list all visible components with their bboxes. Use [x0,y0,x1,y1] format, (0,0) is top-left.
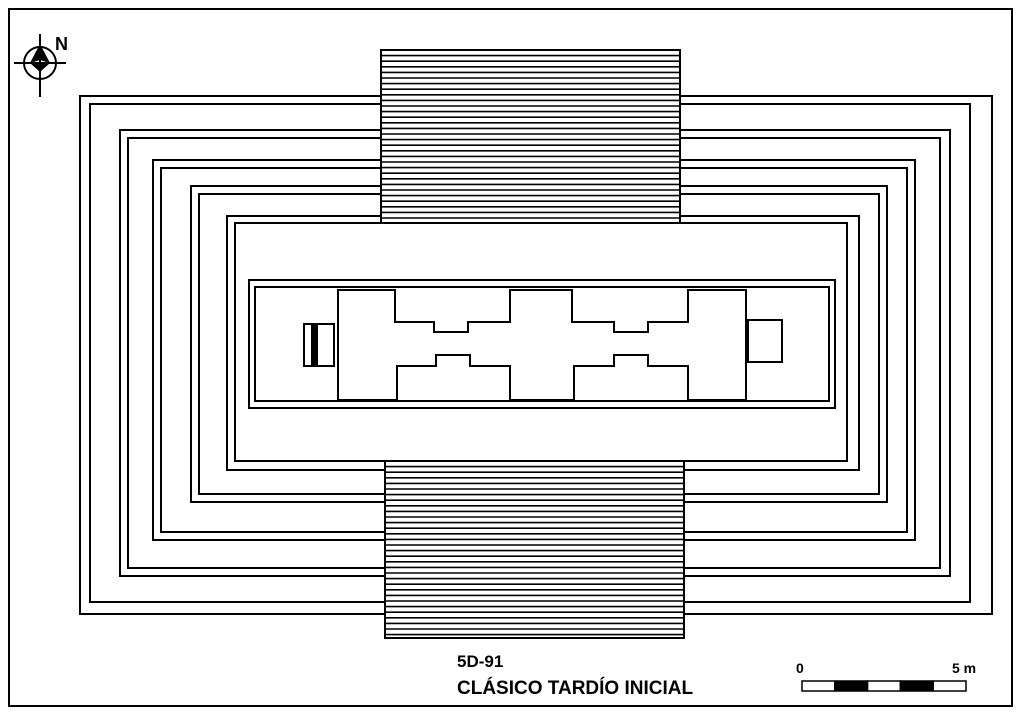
south-stairway [384,460,685,639]
structure-id: 5D-91 [457,652,503,671]
scale-bar [801,680,967,692]
west-bench-mark [311,323,318,367]
north-arrow-icon [14,34,66,97]
interior-rooms [337,289,747,401]
north-stairway [380,49,681,224]
building-outer-wall [248,279,836,409]
superstructure [248,279,836,409]
east-bench [747,319,783,363]
north-label: N [55,34,68,54]
scale-segment [899,680,934,692]
west-bench [303,323,335,367]
scale-end-label: 5 m [952,660,976,676]
stair-outline [384,460,685,639]
scale-segment [866,680,902,692]
scale-segment [801,680,836,692]
period-label: CLÁSICO TARDÍO INICIAL [457,677,693,699]
scale-start-label: 0 [796,660,804,676]
stair-outline [380,49,681,224]
scale-segment [932,680,967,692]
scale-segment [834,680,869,692]
